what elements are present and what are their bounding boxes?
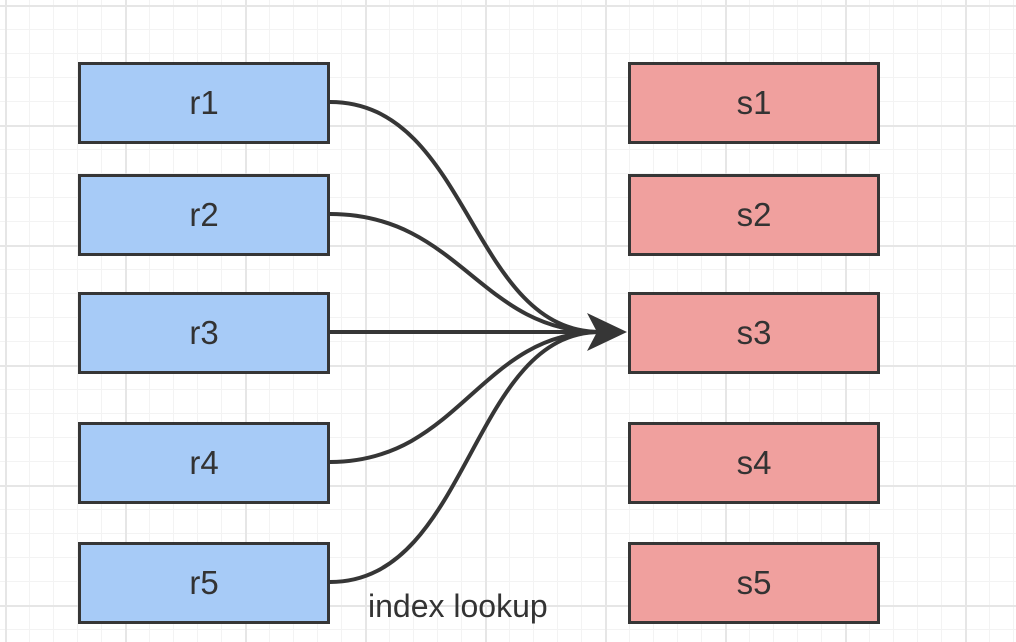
edge-label: index lookup [368, 588, 548, 624]
edge-r5-s3 [329, 330, 601, 584]
node-r5[interactable]: r5 [78, 542, 330, 624]
node-r2[interactable]: r2 [78, 174, 330, 256]
node-s3-label: s3 [736, 314, 772, 351]
node-s2-label: s2 [736, 196, 772, 233]
node-s5[interactable]: s5 [628, 542, 880, 624]
node-r3[interactable]: r3 [78, 292, 330, 374]
node-r1-label: r1 [189, 84, 219, 121]
node-s2[interactable]: s2 [628, 174, 880, 256]
edge-r2-s3 [329, 212, 601, 334]
edge-r4-s3 [329, 330, 601, 464]
node-s5-label: s5 [736, 564, 772, 601]
node-s4-label: s4 [736, 444, 772, 481]
node-r1[interactable]: r1 [78, 62, 330, 144]
node-s4[interactable]: s4 [628, 422, 880, 504]
arrowhead-icon [587, 313, 627, 351]
node-r5-label: r5 [189, 564, 219, 601]
node-r2-label: r2 [189, 196, 219, 233]
node-r4[interactable]: r4 [78, 422, 330, 504]
node-s1[interactable]: s1 [628, 62, 880, 144]
node-s3[interactable]: s3 [628, 292, 880, 374]
node-r3-label: r3 [189, 314, 219, 351]
edge-r1-s3 [329, 100, 601, 334]
node-r4-label: r4 [189, 444, 219, 481]
node-s1-label: s1 [736, 84, 772, 121]
